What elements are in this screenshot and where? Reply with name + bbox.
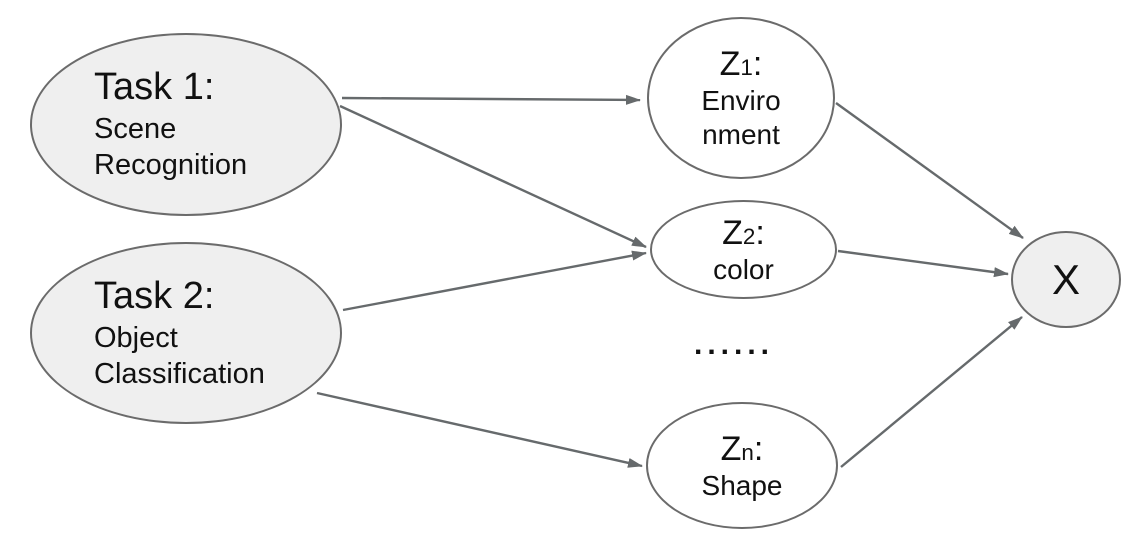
edge-zn-x (840, 316, 1023, 468)
node-z2: Z2: color (650, 200, 837, 299)
node-z1-title: Z1: (719, 45, 763, 84)
edge-z1-x (835, 102, 1024, 239)
node-z1: Z1: Enviro nment (647, 17, 835, 179)
node-x: X (1011, 231, 1121, 328)
edge-task1-z2 (339, 104, 647, 249)
ellipsis-dots: ...... (694, 328, 775, 361)
node-z2-title: Z2: (722, 213, 765, 252)
node-x-label: X (1051, 255, 1080, 303)
node-task2-title: Task 2: (94, 274, 215, 317)
node-task1-title: Task 1: (94, 66, 215, 109)
node-task1-line2: Recognition (94, 149, 248, 182)
edge-z2-x (837, 249, 1009, 278)
node-task2-line2: Classification (94, 357, 265, 390)
node-task1-line1: Scene (94, 113, 177, 146)
node-task2-line1: Object (94, 321, 178, 354)
edge-task2-z2 (342, 250, 647, 312)
node-zn-line1: Shape (701, 469, 783, 501)
node-z2-line1: color (713, 253, 774, 285)
node-z1-line2: nment (702, 119, 780, 151)
edge-task2-zn (316, 391, 643, 468)
node-zn-title: Zn: (720, 429, 764, 468)
node-task2: Task 2: Object Classification (30, 242, 342, 424)
node-zn: Zn: Shape (646, 402, 838, 529)
node-task1: Task 1: Scene Recognition (30, 33, 342, 216)
node-z1-line1: Enviro (701, 85, 781, 117)
edge-task1-z1 (341, 94, 641, 105)
